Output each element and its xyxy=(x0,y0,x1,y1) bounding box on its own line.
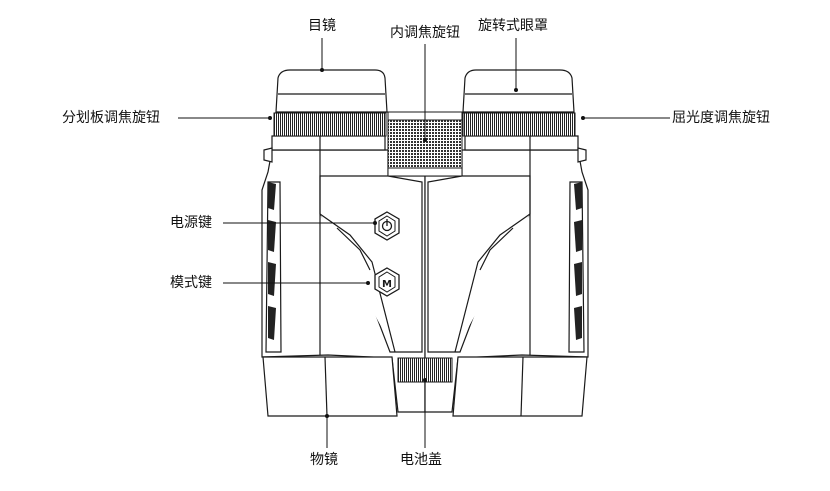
mode-glyph: M xyxy=(382,279,392,290)
label-rotating-eyecup: 旋转式眼罩 xyxy=(478,18,548,34)
mode-button xyxy=(374,267,400,297)
right-objective xyxy=(452,356,588,417)
label-diopter-focus-knob: 屈光度调焦旋钮 xyxy=(672,110,770,126)
label-inner-focus-knob: 内调焦旋钮 xyxy=(390,25,460,41)
left-focus-ring xyxy=(273,112,387,137)
left-eyecup xyxy=(275,69,388,113)
label-reticle-focus-knob: 分划板调焦旋钮 xyxy=(62,110,160,126)
right-focus-ring xyxy=(462,112,576,137)
right-eyecup xyxy=(462,69,575,113)
label-objective: 物镜 xyxy=(310,452,338,468)
left-objective xyxy=(262,356,398,417)
label-power-key: 电源键 xyxy=(170,215,212,231)
label-battery-cover: 电池盖 xyxy=(400,452,442,468)
label-mode-key: 模式键 xyxy=(170,275,212,291)
label-eyepiece: 目镜 xyxy=(308,18,336,34)
